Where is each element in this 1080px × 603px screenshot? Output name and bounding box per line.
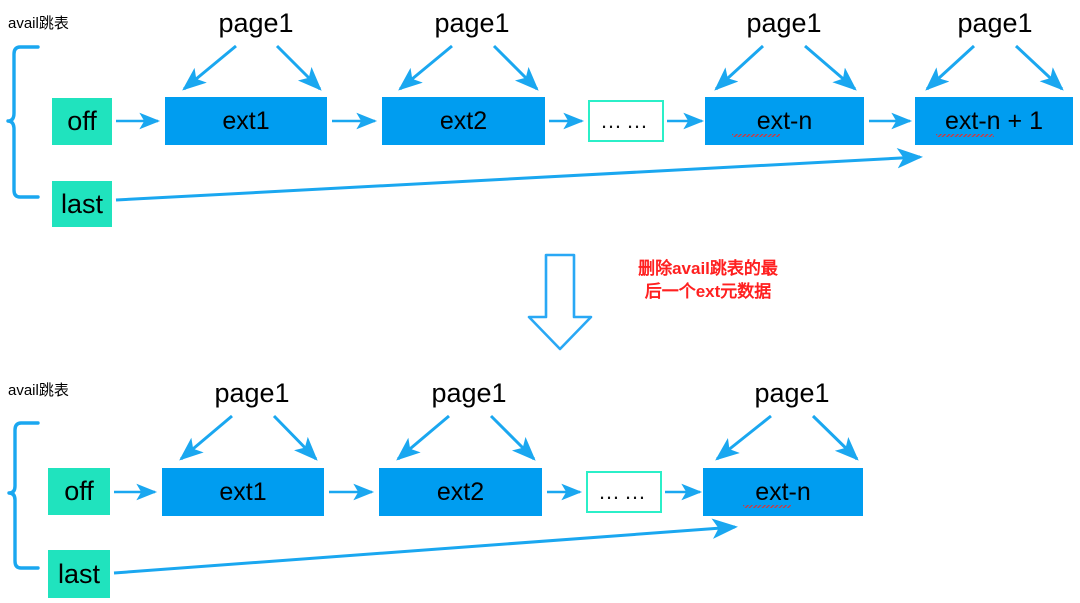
section-title-bottom: avail跳表	[8, 382, 69, 399]
pointer-box-last-bottom[interactable]: last	[48, 550, 110, 598]
pointer-box-off-bottom[interactable]: off	[48, 468, 110, 515]
connector-last-extn1	[115, 148, 923, 202]
section-title-top: avail跳表	[8, 15, 69, 32]
spellcheck-underline-bottom-n	[743, 505, 791, 508]
ext-node-bottom-n[interactable]: ext-n	[703, 468, 863, 516]
ext-node-top-1[interactable]: ext1	[165, 97, 327, 145]
page-label-top-3: page1	[746, 8, 822, 38]
page-arrows-top-3	[714, 44, 857, 91]
page-arrows-bottom-1	[179, 414, 318, 461]
ext-node-top-ellipsis[interactable]: ……	[588, 100, 664, 142]
transition-arrow-icon	[527, 253, 593, 351]
ext-node-bottom-ellipsis[interactable]: ……	[586, 471, 662, 513]
connector-last-extn-bottom	[113, 518, 738, 575]
page-label-bottom-1: page1	[214, 378, 290, 408]
page-arrows-top-4	[925, 44, 1064, 91]
page-arrows-bottom-3	[715, 414, 859, 461]
pointer-box-last-top[interactable]: last	[52, 181, 112, 227]
brace-top	[6, 45, 40, 199]
page-label-top-2: page1	[434, 8, 510, 38]
ext-node-top-n-plus-1[interactable]: ext-n + 1	[915, 97, 1073, 145]
page-arrows-bottom-2	[396, 414, 536, 461]
page-arrows-top-1	[182, 44, 322, 91]
page-arrows-top-2	[398, 44, 539, 91]
page-label-top-4: page1	[957, 8, 1033, 38]
spellcheck-underline-top-n	[732, 134, 780, 137]
spellcheck-underline-top-n1	[936, 134, 994, 137]
page-label-bottom-2: page1	[431, 378, 507, 408]
ext-node-bottom-2[interactable]: ext2	[379, 468, 542, 516]
brace-bottom	[7, 421, 40, 570]
page-label-top-1: page1	[218, 8, 294, 38]
ext-node-bottom-1[interactable]: ext1	[162, 468, 324, 516]
ext-node-top-2[interactable]: ext2	[382, 97, 545, 145]
transition-note: 删除avail跳表的最 后一个ext元数据	[638, 259, 778, 301]
ext-node-top-n[interactable]: ext-n	[705, 97, 864, 145]
pointer-box-off-top[interactable]: off	[52, 98, 112, 145]
page-label-bottom-3: page1	[754, 378, 830, 408]
